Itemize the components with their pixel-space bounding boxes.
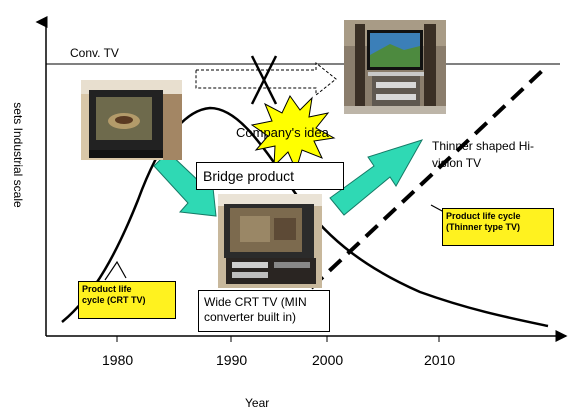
tick-label-2010: 2010 bbox=[424, 352, 456, 368]
wide-crt-tv-box: Wide CRT TV (MIN converter built in) bbox=[198, 290, 330, 332]
company-idea-label: Company's idea bbox=[236, 125, 329, 140]
flat-tv-photo bbox=[344, 20, 446, 114]
plc-crt-line1: Product life bbox=[82, 284, 132, 294]
wide-crt-label-line2: converter built in) bbox=[204, 310, 297, 324]
plc-thin-line2: (Thinner type TV) bbox=[446, 222, 520, 232]
wide-crt-label-line1: Wide CRT TV (MIN bbox=[204, 295, 307, 309]
tick-label-1990: 1990 bbox=[216, 352, 248, 368]
thinner-tv-dashed-trend bbox=[291, 68, 545, 307]
thinner-tv-label: Thinner shaped Hi- vision TV bbox=[432, 138, 534, 172]
bridge-product-box: Bridge product bbox=[196, 162, 344, 190]
plc-crt-pointer bbox=[104, 260, 127, 281]
thinner-tv-label-line1: Thinner shaped Hi- bbox=[432, 139, 535, 153]
tick-label-2000: 2000 bbox=[312, 352, 344, 368]
conv-tv-label: Conv. TV bbox=[70, 46, 119, 60]
plc-crt-label: Product life cycle (CRT TV) bbox=[78, 281, 176, 319]
hollow-transition-arrow bbox=[195, 61, 337, 97]
teal-arrow-wide-to-flat bbox=[329, 139, 424, 216]
thinner-tv-label-line2: vision TV bbox=[432, 156, 482, 170]
tick-label-1980: 1980 bbox=[102, 352, 134, 368]
plc-thin-label: Product life cycle (Thinner type TV) bbox=[442, 208, 554, 246]
crt-tv-photo bbox=[81, 80, 182, 160]
plc-crt-line2: cycle (CRT TV) bbox=[82, 295, 146, 305]
crt-lifecycle-curve bbox=[61, 106, 549, 328]
y-axis-label: sets Industrial scale bbox=[11, 102, 25, 208]
wide-crt-tv-photo bbox=[218, 194, 322, 288]
plc-thin-line1: Product life cycle bbox=[446, 211, 521, 221]
cross-line-2 bbox=[250, 55, 278, 105]
bridge-product-label: Bridge product bbox=[203, 168, 295, 184]
x-axis-label: Year bbox=[245, 396, 270, 410]
